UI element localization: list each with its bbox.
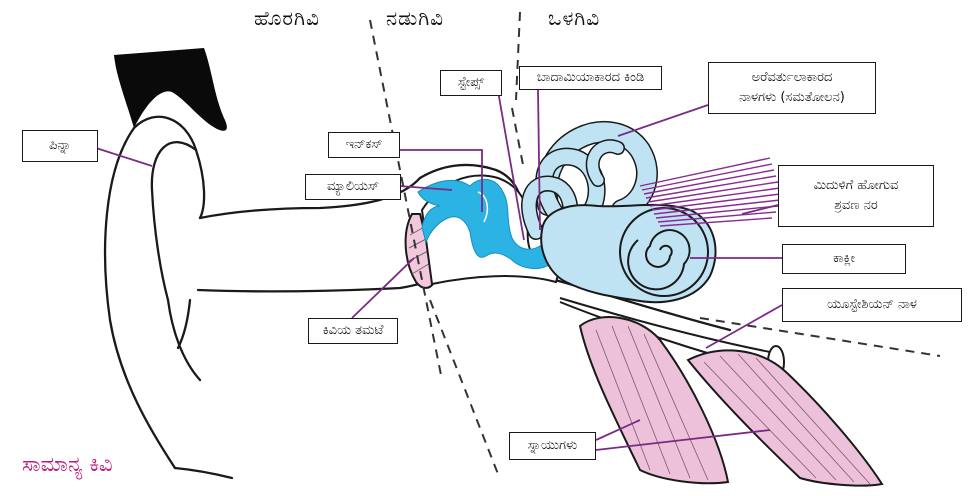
label-semicircular-line2: ನಾಳಗಳು (ಸಮತೋಲನ) [739,88,845,108]
label-cochlea: ಕಾಕ್ಲೀ [782,244,906,274]
label-pinna: ಪಿನ್ನಾ [22,130,98,162]
label-eardrum: ಕಿವಿಯ ತಮಟೆ [308,318,398,344]
region-middle-ear: ನಡುಗಿವಿ [386,6,444,30]
label-oval-window: ಬಾದಾಮಿಯಾಕಾರದ ಕಿಂಡಿ [519,66,662,90]
label-muscles: ಸ್ನಾಯುಗಳು [509,432,596,460]
figure-caption: ಸಾಮಾನ್ಯ ಕಿವಿ [22,452,113,477]
region-outer-ear: ಹೊರಗಿವಿ [254,6,320,30]
muscles-shape [580,317,882,486]
label-eustachian-tube: ಯೂಸ್ಟೇಶಿಯನ್ ನಾಳ [782,288,962,322]
label-semicircular-canals: ಅರೆವರ್ತುಲಾಕಾರದ ನಾಳಗಳು (ಸಮತೋಲನ) [708,62,876,114]
label-incus: ಇನ್‌ಕಸ್ [328,132,400,158]
label-stapes: ಸ್ಟೇಪ್ಸ್ [440,70,502,96]
label-auditory-nerve: ಮಿದುಳಿಗೆ ಹೋಗುವ ಶ್ರವಣ ನರ [778,165,934,227]
label-semicircular-line1: ಅರೆವರ್ತುಲಾಕಾರದ [752,68,833,88]
label-malleus: ಮ್ಯಾಲಿಯಸ್ [305,174,401,200]
label-nerve-line2: ಶ್ರವಣ ನರ [834,196,877,216]
region-inner-ear: ಒಳಗಿವಿ [548,6,600,30]
label-nerve-line1: ಮಿದುಳಿಗೆ ಹೋಗುವ [814,176,899,196]
